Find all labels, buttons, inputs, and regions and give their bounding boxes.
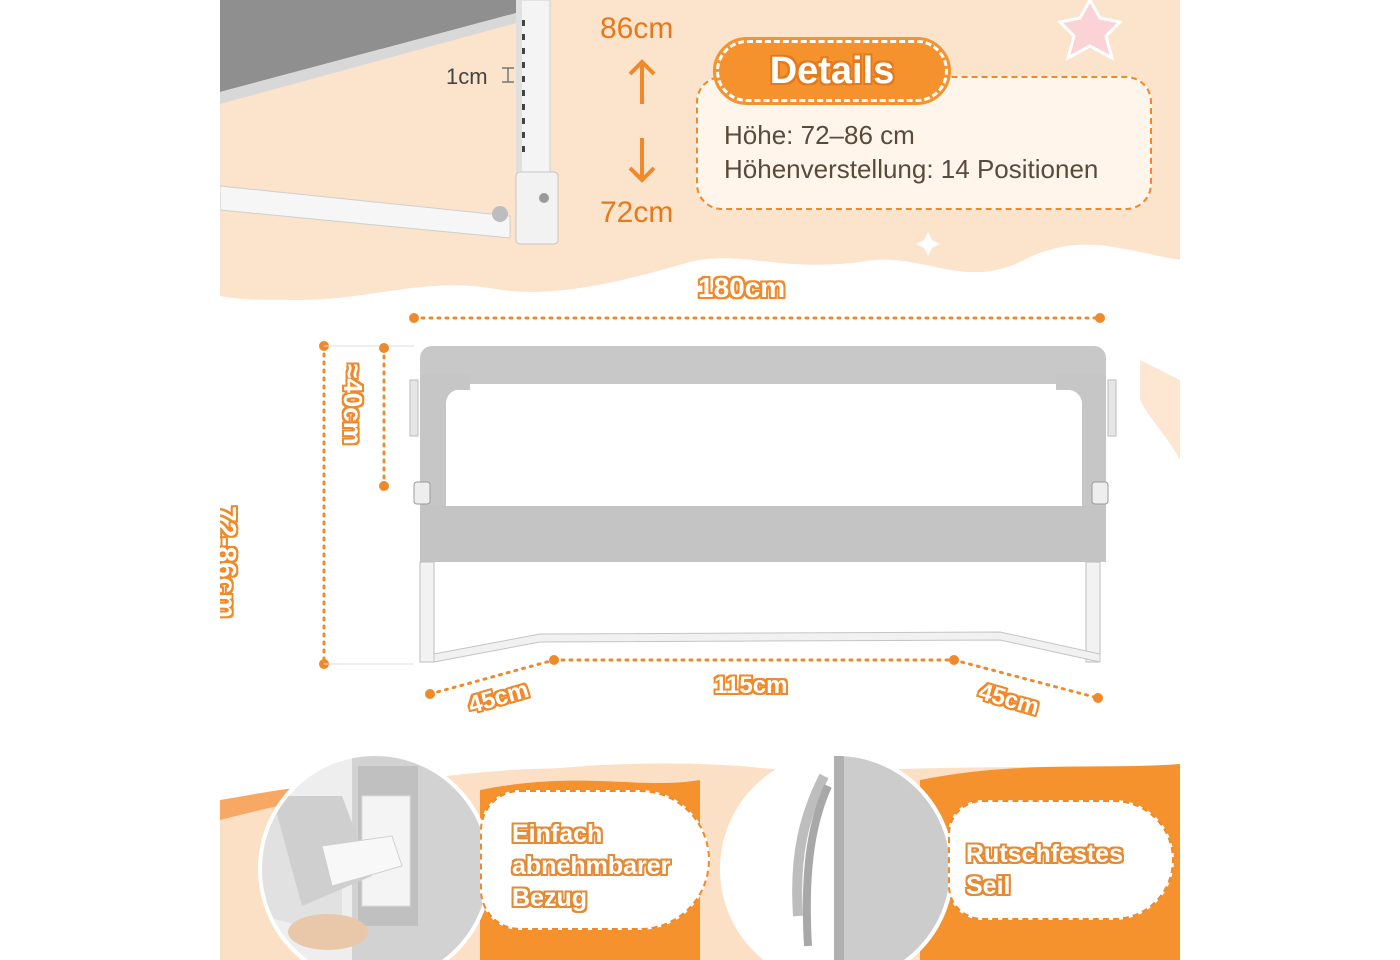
height-arrows (628, 59, 656, 183)
detail-adjustment: Höhenverstellung: 14 Positionen (724, 154, 1099, 184)
right-leg-line (952, 658, 1100, 700)
mesh-edge (220, 12, 520, 104)
corner-joint (515, 171, 559, 245)
mesh-height-label: ≈40cm (338, 364, 368, 445)
feature-cover-text: Einfach abnehmbarer Bezug (512, 818, 670, 914)
rail-bottom-panel (420, 506, 1106, 562)
feature-rope-bubble (948, 800, 1174, 920)
details-badge: Details (713, 37, 951, 105)
rope-illustration (792, 756, 950, 960)
left-hook (409, 379, 419, 437)
left-button (413, 481, 431, 505)
mesh-fabric (220, 0, 520, 92)
rail-top-bar (420, 346, 1106, 384)
step-label: 1cm (446, 64, 488, 89)
details-badge-label: Details (769, 49, 895, 92)
height-bottom-label: 72cm (600, 196, 674, 229)
right-leg (1085, 561, 1101, 663)
joint-bolt (539, 193, 549, 203)
middle-label: 115cm (714, 672, 788, 699)
feature-rope-text: Rutschfestes Seil (966, 838, 1123, 902)
floor-frame (433, 631, 1101, 663)
sparkle-icon (916, 232, 940, 256)
rail-mesh-window (445, 390, 1083, 512)
post-holes (522, 20, 525, 152)
up-arrow-icon (628, 59, 656, 104)
feature-rope-line-1: Rutschfestes (966, 840, 1123, 868)
feature-cover-line-1: Einfach (512, 820, 603, 848)
right-peach-accent (1140, 360, 1180, 460)
feature-rope-line-2: Seil (966, 872, 1011, 900)
bar-bolt (492, 206, 508, 222)
height-range-label: 72-86cm (220, 506, 242, 619)
rail-post-shadow (516, 0, 522, 180)
height-top-label: 86cm (600, 12, 674, 45)
bottom-bar (220, 185, 511, 239)
step-bracket-icon (502, 67, 514, 83)
product-image: 1cm 86cm 72cm Details Höhe: 72–86 cm Höh… (220, 0, 1180, 960)
cover-illustration (262, 756, 488, 960)
width-label: 180cm (698, 272, 786, 303)
rail-corner-closeup (220, 0, 559, 245)
right-hook (1107, 379, 1117, 437)
detail-height: Höhe: 72–86 cm (724, 120, 915, 150)
right-button (1091, 481, 1109, 505)
feature-cover-bubble (480, 790, 710, 930)
main-rail-diagram (319, 313, 1117, 703)
feature-cover-line-2: abnehmbarer (512, 852, 671, 880)
left-leg (419, 561, 435, 663)
left-leg-line (428, 658, 556, 696)
down-arrow-icon (628, 138, 656, 183)
feature-cover-line-3: Bezug (512, 884, 587, 912)
star-decoration (1056, 0, 1124, 62)
